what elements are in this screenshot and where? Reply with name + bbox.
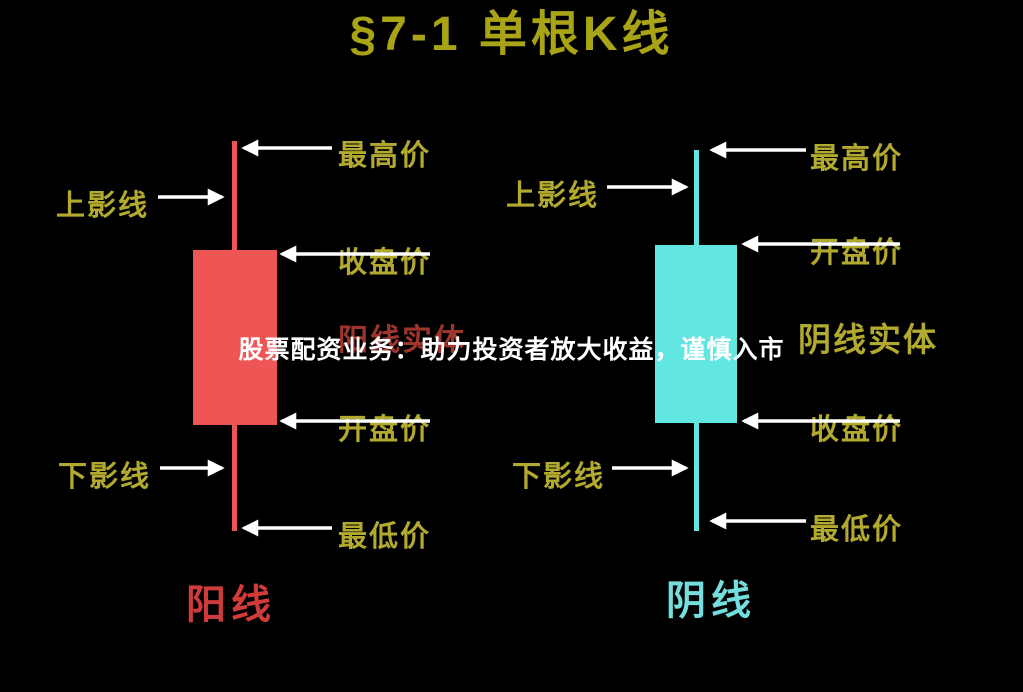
- label-body-bullish: 阳线实体: [338, 324, 466, 357]
- label-close-bearish: 收盘价: [810, 414, 904, 446]
- label-close-bullish: 收盘价: [338, 247, 432, 279]
- label-open-bearish: 开盘价: [810, 237, 904, 269]
- bearish-candle-body: [655, 245, 737, 423]
- label-lower-shadow-bullish: 下影线: [58, 461, 152, 493]
- label-body-bearish: 阴线实体: [798, 321, 938, 358]
- label-open-bullish: 开盘价: [338, 414, 432, 446]
- label-lower-shadow-bearish: 下影线: [512, 461, 606, 493]
- label-upper-shadow-bullish: 上影线: [56, 190, 150, 222]
- page-title: §7-1 单根K线: [349, 8, 674, 61]
- label-low-bearish: 最低价: [810, 514, 904, 546]
- label-type-bearish: 阴线: [666, 579, 756, 623]
- label-type-bullish: 阳线: [186, 583, 276, 627]
- label-high-bullish: 最高价: [338, 140, 432, 172]
- label-low-bullish: 最低价: [338, 521, 432, 553]
- bullish-candle-body: [193, 250, 277, 425]
- label-upper-shadow-bearish: 上影线: [506, 180, 600, 212]
- watermark-text: 股票配资业务：助力投资者放大收益，谨慎入市: [238, 336, 785, 364]
- label-high-bearish: 最高价: [810, 143, 904, 175]
